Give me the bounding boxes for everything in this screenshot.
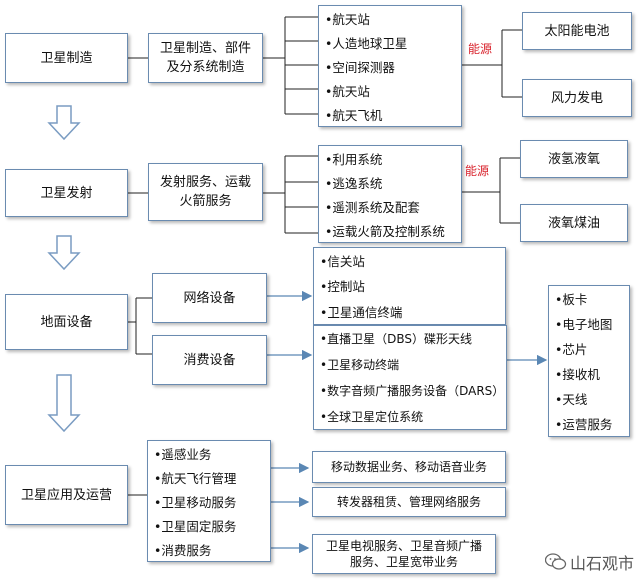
energy-box-solar: 太阳能电池 — [522, 12, 632, 50]
sub-label-line: 卫星制造、部件 — [159, 41, 251, 56]
list-item: •航天飞机 — [325, 107, 383, 123]
sub-box-launch: 发射服务、运载 火箭服务 — [148, 163, 263, 221]
list-item: •遥测系统及配套 — [325, 199, 420, 215]
list-item: •板卡 — [555, 292, 588, 307]
list-item: •利用系统 — [325, 151, 383, 167]
output-label: 移动数据业务、移动语音业务 — [330, 459, 487, 474]
list-item: •控制站 — [320, 279, 365, 295]
stage-label: 卫星发射 — [40, 185, 93, 201]
energy-label: 能源 — [465, 164, 490, 178]
list-item: •人造地球卫星 — [325, 35, 408, 51]
output-label-line: 卫星电视服务、卫星音频广播 — [325, 539, 482, 553]
list-item: •逃逸系统 — [325, 175, 383, 191]
list-item: •卫星移动服务 — [154, 494, 237, 510]
sub-label-line: 发射服务、运载 — [159, 175, 251, 190]
watermark: 山石观市 — [544, 550, 634, 574]
services-box: •遥感业务 •航天飞行管理 •卫星移动服务 •卫星固定服务 •消费服务 — [147, 440, 271, 562]
list-item: •接收机 — [555, 367, 600, 382]
output-box-transponder: 转发器租赁、管理网络服务 — [312, 487, 506, 517]
stage-label: 地面设备 — [40, 314, 93, 330]
list-item: •电子地图 — [555, 317, 613, 332]
list-item: •运载火箭及控制系统 — [325, 223, 445, 239]
stage-label: 卫星应用及运营 — [20, 487, 112, 503]
sub-box-network: 网络设备 — [152, 273, 267, 323]
items-box-consumer: •直播卫星（DBS）碟形天线 •卫星移动终端 •数字音频广播服务设备（DARS）… — [313, 325, 507, 430]
list-item: •卫星固定服务 — [154, 518, 237, 534]
wechat-icon — [544, 553, 567, 570]
list-item: •直播卫星（DBS）碟形天线 — [320, 332, 472, 347]
list-item: •航天站 — [325, 11, 370, 27]
stage-label: 卫星制造 — [40, 50, 93, 66]
energy-label-text: 太阳能电池 — [544, 23, 610, 39]
energy-box-lh2-lox: 液氢液氧 — [520, 140, 628, 178]
stage-box-ground: 地面设备 — [5, 294, 128, 350]
output-box-broadcast: 卫星电视服务、卫星音频广播 服务、卫星宽带业务 — [312, 534, 496, 574]
list-item: •消费服务 — [154, 542, 212, 558]
output-box-mobile: 移动数据业务、移动语音业务 — [312, 451, 506, 483]
list-item: •运营服务 — [555, 417, 613, 432]
list-item: •全球卫星定位系统 — [320, 409, 424, 424]
list-item: •天线 — [555, 392, 588, 407]
list-item: •卫星移动终端 — [320, 358, 400, 373]
energy-label: 能源 — [468, 42, 493, 56]
output-label-line: 服务、卫星宽带业务 — [349, 555, 458, 569]
items-box-manufacturing: •航天站 •人造地球卫星 •空间探测器 •航天站 •航天飞机 — [318, 5, 462, 127]
list-item: •航天飞行管理 — [154, 470, 237, 486]
energy-label-text: 液氢液氧 — [547, 151, 600, 167]
list-item: •信关站 — [320, 254, 365, 270]
items-box-launch: •利用系统 •逃逸系统 •遥测系统及配套 •运载火箭及控制系统 — [318, 145, 462, 243]
output-label: 转发器租赁、管理网络服务 — [336, 494, 481, 509]
sub-box-consumer: 消费设备 — [152, 335, 267, 385]
sub-box-manufacturing: 卫星制造、部件 及分系统制造 — [148, 33, 263, 83]
energy-label-text: 风力发电 — [550, 90, 603, 106]
energy-box-lox-kerosene: 液氧煤油 — [520, 204, 628, 242]
sub-label-line: 及分系统制造 — [166, 60, 245, 75]
energy-label-text: 液氧煤油 — [547, 215, 600, 231]
stage-box-launch: 卫星发射 — [5, 169, 128, 217]
list-item: •航天站 — [325, 83, 370, 99]
list-item: •卫星通信终端 — [320, 304, 403, 320]
list-item: •芯片 — [555, 342, 588, 357]
stage-box-manufacturing: 卫星制造 — [5, 33, 128, 83]
energy-box-wind: 风力发电 — [522, 79, 632, 117]
watermark-text: 山石观市 — [569, 554, 634, 573]
components-box: •板卡 •电子地图 •芯片 •接收机 •天线 •运营服务 — [548, 285, 630, 437]
sub-label: 消费设备 — [183, 352, 236, 368]
sub-label-line: 火箭服务 — [179, 194, 232, 209]
list-item: •空间探测器 — [325, 59, 395, 75]
list-item: •遥感业务 — [154, 446, 212, 462]
stage-box-operations: 卫星应用及运营 — [5, 465, 128, 525]
sub-label: 网络设备 — [183, 290, 236, 306]
list-item: •数字音频广播服务设备（DARS） — [320, 383, 505, 398]
items-box-network: •信关站 •控制站 •卫星通信终端 — [313, 247, 506, 325]
